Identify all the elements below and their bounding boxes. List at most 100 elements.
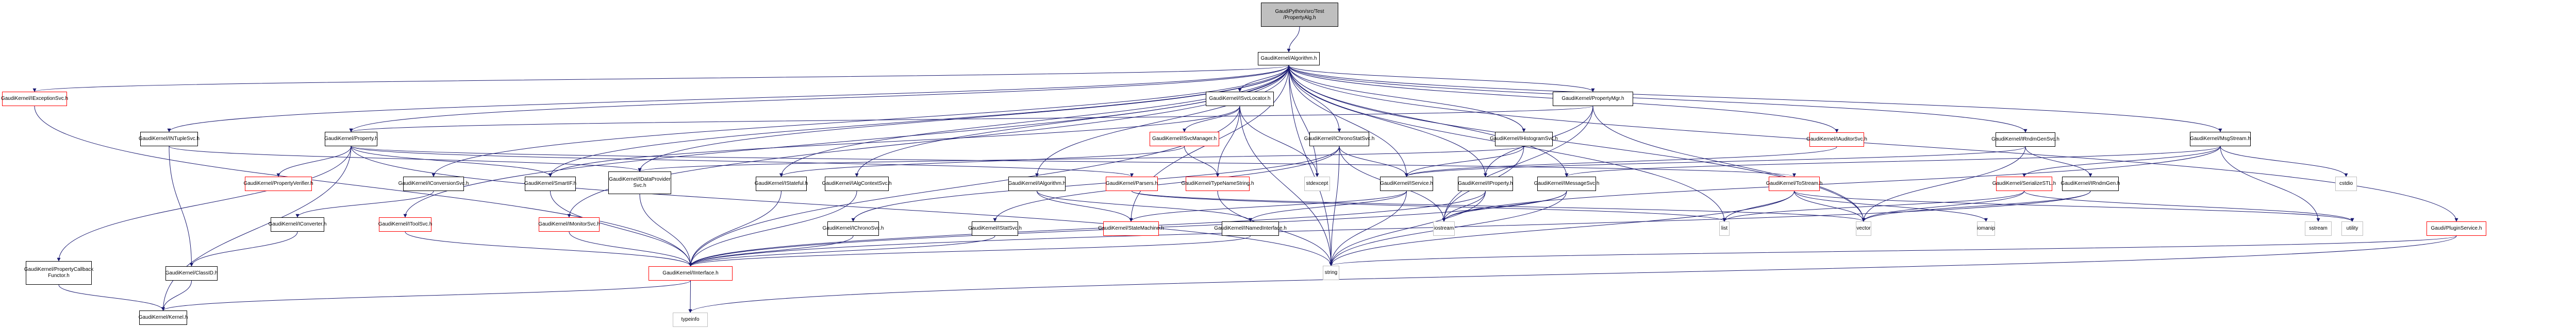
edge-algorithm-to-string: [1288, 65, 1333, 266]
edge-isvclocator-to-stdexcept: [1239, 106, 1319, 177]
node-ichronostatsvc[interactable]: GaudiKernel/IChronoStatSvc.h: [1304, 132, 1374, 146]
edge-tostream-to-utility: [1794, 191, 2354, 222]
edge-serializestl-to-list: [1722, 191, 2024, 222]
edge-algorithm-to-ihistogramsvc: [1288, 65, 1526, 132]
node-typenamestring[interactable]: GaudiKernel/TypeNameString.h: [1181, 177, 1254, 191]
node-root[interactable]: GaudiPython/src/Test /PropertyAlg.h: [1261, 3, 1338, 27]
node-typeinfo: typeinfo: [673, 313, 708, 327]
edge-ichronostatsvc-to-string: [1329, 146, 1340, 266]
edge-isvclocator-to-string: [1239, 106, 1333, 266]
node-iinterface[interactable]: GaudiKernel/IInterface.h: [649, 266, 733, 281]
node-ialgorithm[interactable]: GaudiKernel/IAlgorithm.h: [1008, 177, 1066, 191]
edge-msgstream-to-imessagesvc: [1565, 146, 2221, 177]
edge-property-to-propertyverifier: [276, 146, 352, 177]
node-iauditorsvc[interactable]: GaudiKernel/IAuditorSvc.h: [1806, 132, 1867, 147]
node-ihistogramsvc[interactable]: GaudiKernel/IHistogramSvc.h: [1490, 132, 1558, 146]
node-iservice[interactable]: GaudiKernel/IService.h: [1380, 177, 1433, 191]
edge-property-to-propertycallbackfunctor: [57, 146, 352, 262]
node-istateful[interactable]: GaudiKernel/IStateful.h: [755, 177, 808, 191]
edge-algorithm-to-msgstream: [1288, 65, 2222, 132]
node-vector: vector: [1856, 221, 1871, 236]
node-algorithm[interactable]: GaudiKernel/Algorithm.h: [1258, 52, 1320, 65]
node-smartif[interactable]: GaudiKernel/SmartIF.h: [524, 177, 576, 191]
node-iconversionsvc[interactable]: GaudiKernel/IConversionSvc.h: [398, 177, 469, 191]
edge-iconversionsvc-to-iconverter: [295, 191, 434, 218]
edge-ichronostatsvc-to-ichronosvc: [851, 146, 1340, 222]
edge-property-to-string: [351, 146, 1333, 266]
edge-imonitorsvc-to-iinterface: [569, 231, 692, 267]
edge-root-to-algorithm: [1287, 26, 1300, 53]
edge-algorithm-to-intuplesvc: [167, 65, 1289, 132]
edge-propertymgr-to-property: [350, 106, 1593, 132]
node-propertymgr[interactable]: GaudiKernel/PropertyMgr.h: [1553, 92, 1633, 106]
edge-parsers-to-list: [1132, 191, 1726, 222]
edge-algorithm-to-imessagesvc: [1288, 65, 1569, 177]
edge-tostream-to-vector: [1794, 191, 1866, 222]
edge-irndmgensvc-to-vector: [1862, 146, 2026, 222]
edge-iexceptionsvc-to-iinterface: [34, 106, 692, 267]
edge-classid-to-kernel: [161, 280, 192, 311]
node-serializestl[interactable]: GaudiKernel/SerializeSTL.h: [1992, 177, 2056, 191]
node-statemachine[interactable]: GaudiKernel/StateMachine.h: [1098, 221, 1164, 236]
node-iproperty[interactable]: GaudiKernel/IProperty.h: [1458, 177, 1513, 191]
edge-ihistogramsvc-to-idataprovidersvc: [638, 146, 1524, 172]
node-parsers[interactable]: GaudiKernel/Parsers.h: [1106, 177, 1158, 191]
edge-itoolsvc-to-iinterface: [405, 231, 692, 267]
node-intuplesvc[interactable]: GaudiKernel/INTupleSvc.h: [139, 132, 200, 146]
edge-ichronostatsvc-to-istatsvc: [993, 146, 1340, 222]
edge-iproperty-to-iostream: [1442, 191, 1486, 222]
edge-msgstream-to-cstdio: [2220, 146, 2348, 177]
edge-algorithm-to-istateful: [779, 65, 1289, 177]
edge-irndmgensvc-to-iservice: [1405, 146, 2026, 177]
edge-ichronosvc-to-iinterface: [689, 235, 854, 267]
node-inamedinterface[interactable]: GaudiKernel/INamedInterface.h: [1214, 221, 1287, 236]
node-classid[interactable]: GaudiKernel/ClassID.h: [165, 266, 218, 281]
edge-tostream-to-iomanip: [1794, 191, 1988, 222]
node-ichronosvc[interactable]: GaudiKernel/IChronoSvc.h: [823, 221, 884, 236]
edge-irndmgen-to-iinterface: [689, 191, 2091, 267]
node-propertycallbackfunctor[interactable]: GaudiKernel/PropertyCallback Functor.h: [24, 261, 93, 285]
node-msgstream[interactable]: GaudiKernel/MsgStream.h: [2190, 132, 2251, 146]
node-imessagesvc[interactable]: GaudiKernel/IMessageSvc.h: [1534, 177, 1599, 191]
edge-iservice-to-statemachine: [1129, 191, 1407, 222]
edge-iconverter-to-classid: [190, 231, 298, 267]
edge-algorithm-to-iproperty: [1288, 65, 1487, 177]
edge-pluginservice-to-string: [1329, 235, 2457, 266]
edge-msgstream-to-sstream: [2220, 146, 2320, 222]
edge-iservice-to-inamedinterface: [1249, 191, 1407, 222]
node-iconverter[interactable]: GaudiKernel/IConverter.h: [269, 217, 326, 232]
edge-isvclocator-to-typenamestring: [1216, 106, 1240, 177]
edge-algorithm-to-iservice: [1288, 65, 1408, 177]
node-ialgcontextsvc[interactable]: GaudiKernel/IAlgContextSvc.h: [822, 177, 892, 191]
node-kernel[interactable]: GaudiKernel/Kernel.h: [139, 310, 188, 325]
node-sstream: sstream: [2305, 221, 2332, 236]
edge-ialgorithm-to-inamedinterface: [1037, 191, 1252, 222]
node-irndmgensvc[interactable]: GaudiKernel/IRndmGenSvc.h: [1991, 132, 2059, 147]
node-iomanip: iomanip: [1977, 221, 1995, 236]
node-idataprovidersvc[interactable]: GaudiKernel/IDataProvider Svc.h: [608, 171, 671, 194]
node-utility: utility: [2341, 221, 2363, 236]
edge-algorithm-to-iconversionsvc: [431, 65, 1289, 177]
node-cstdio: cstdio: [2335, 177, 2357, 191]
node-isvcmanager[interactable]: GaudiKernel/ISvcManager.h: [1150, 132, 1219, 146]
node-tostream[interactable]: GaudiKernel/ToStream.h: [1766, 177, 1822, 191]
node-property[interactable]: GaudiKernel/Property.h: [324, 132, 378, 146]
node-istatsvc[interactable]: GaudiKernel/IStatSvc.h: [968, 221, 1022, 236]
node-iexceptionsvc[interactable]: GaudiKernel/IExceptionSvc.h: [1, 92, 68, 106]
edge-parsers-to-vector: [1132, 191, 1866, 222]
edge-inamedinterface-to-iinterface: [689, 235, 1251, 267]
edge-msgstream-to-serializestl: [2022, 146, 2221, 177]
edge-algorithm-to-property: [349, 65, 1289, 132]
edge-iproperty-to-iinterface: [689, 191, 1486, 267]
node-irndmgen[interactable]: GaudiKernel/IRndmGen.h: [2060, 177, 2120, 191]
node-isvclocator[interactable]: GaudiKernel/ISvcLocator.h: [1206, 92, 1274, 106]
node-itoolsvc[interactable]: GaudiKernel/IToolSvc.h: [378, 217, 432, 232]
node-iostream: iostream: [1433, 221, 1455, 236]
node-pluginservice[interactable]: Gaudi/PluginService.h: [2427, 221, 2486, 236]
edge-algorithm-to-ichronostatsvc: [1288, 65, 1341, 132]
edge-propertymgr-to-iostream: [1442, 106, 1593, 222]
node-imonitorsvc[interactable]: GaudiKernel/IMonitorSvc.h: [538, 217, 600, 232]
node-propertyverifier[interactable]: GaudiKernel/PropertyVerifier.h: [243, 177, 313, 191]
edge-serializestl-to-vector: [1862, 191, 2024, 222]
